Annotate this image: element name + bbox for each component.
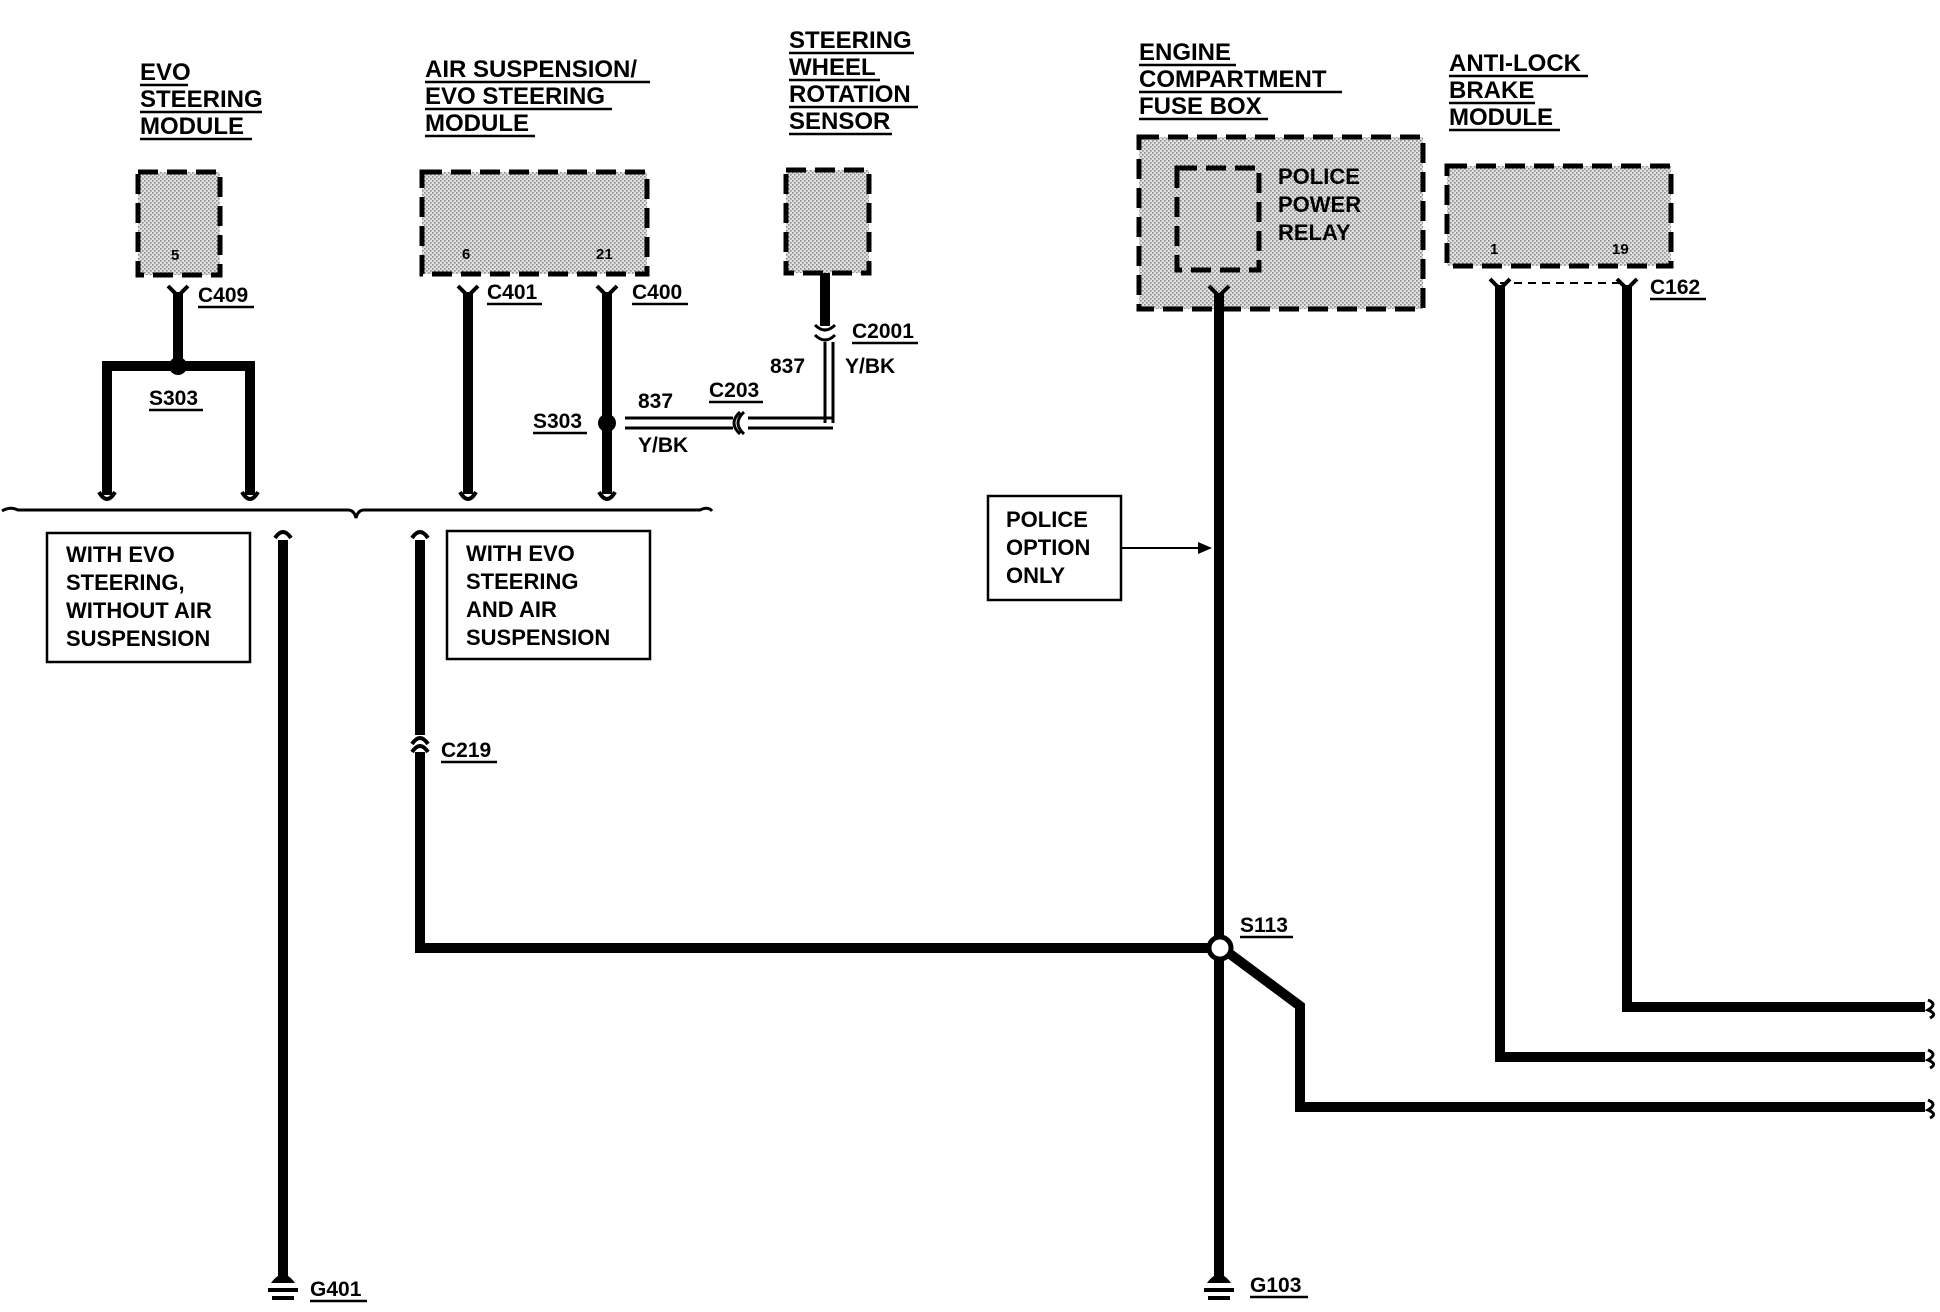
sensor-box [783, 167, 872, 276]
connector-symbols [97, 277, 1935, 1120]
svg-text:POLICE: POLICE [1006, 507, 1088, 532]
abs-pin-19: 19 [1612, 241, 1629, 258]
splice-s113-label: S113 [1240, 914, 1288, 937]
splice-s303-mid-label: S303 [533, 410, 582, 433]
svg-text:ANTI-LOCK: ANTI-LOCK [1449, 50, 1582, 77]
svg-text:MODULE: MODULE [425, 110, 529, 137]
svg-text:EVO STEERING: EVO STEERING [425, 83, 605, 110]
svg-text:STEERING: STEERING [789, 27, 912, 54]
abs-module-title: ANTI-LOCK BRAKE MODULE [1449, 50, 1588, 132]
ground-g103-label: G103 [1250, 1274, 1301, 1297]
connector-c219-label: C219 [441, 739, 491, 762]
splice-dot-left [169, 357, 187, 375]
svg-text:AND AIR: AND AIR [466, 597, 557, 622]
air-module-title: AIR SUSPENSION/ EVO STEERING MODULE [425, 56, 650, 138]
police-power-relay-label: POLICE POWER RELAY [1278, 164, 1361, 245]
svg-text:POLICE: POLICE [1278, 164, 1360, 189]
connector-c400-label: C400 [632, 281, 682, 304]
svg-text:STEERING: STEERING [466, 569, 578, 594]
ground-symbol-left [268, 1274, 298, 1300]
wires [102, 273, 1925, 1283]
note-police-option-text: POLICE OPTION ONLY [1006, 507, 1090, 588]
svg-text:FUSE BOX: FUSE BOX [1139, 93, 1262, 120]
svg-text:ROTATION: ROTATION [789, 81, 911, 108]
svg-text:WITHOUT AIR: WITHOUT AIR [66, 598, 212, 623]
svg-text:SENSOR: SENSOR [789, 108, 890, 135]
connector-c203-label: C203 [709, 379, 759, 402]
svg-text:ONLY: ONLY [1006, 563, 1065, 588]
note-box-evo-with-air [445, 529, 652, 661]
air-module-box [419, 169, 650, 277]
note-box-evo-without-air [45, 531, 252, 664]
svg-text:WITH EVO: WITH EVO [66, 542, 175, 567]
connector-c162-label: C162 [1650, 276, 1700, 299]
sensor-title: STEERING WHEEL ROTATION SENSOR [789, 27, 918, 136]
evo-pin-5: 5 [171, 247, 179, 264]
fuse-box-title: ENGINE COMPARTMENT FUSE BOX [1139, 39, 1342, 121]
svg-text:WITH EVO: WITH EVO [466, 541, 575, 566]
svg-text:ENGINE: ENGINE [1139, 39, 1231, 66]
svg-text:MODULE: MODULE [1449, 104, 1553, 131]
note-box-police-option [986, 494, 1123, 602]
note-evo-with-air-text: WITH EVO STEERING AND AIR SUSPENSION [466, 541, 610, 650]
svg-text:STEERING,: STEERING, [66, 570, 185, 595]
connector-c409-label: C409 [198, 284, 248, 307]
wire-837-color: Y/BK [638, 434, 688, 457]
connector-c401-label: C401 [487, 281, 538, 304]
svg-text:RELAY: RELAY [1278, 220, 1351, 245]
wire-837-circuit: 837 [638, 390, 673, 413]
splice-dot-mid [598, 414, 616, 432]
svg-text:POWER: POWER [1278, 192, 1361, 217]
air-pin-6: 6 [462, 246, 470, 263]
svg-text:COMPARTMENT: COMPARTMENT [1139, 66, 1327, 93]
svg-text:WHEEL: WHEEL [789, 54, 876, 81]
abs-module-box [1444, 163, 1674, 269]
splice-s303-left-label: S303 [149, 387, 198, 410]
ground-g401-label: G401 [310, 1278, 362, 1301]
svg-text:MODULE: MODULE [140, 113, 244, 140]
air-pin-21: 21 [596, 246, 613, 263]
abs-pin-1: 1 [1490, 241, 1498, 258]
note-evo-without-air-text: WITH EVO STEERING, WITHOUT AIR SUSPENSIO… [66, 542, 212, 651]
svg-text:BRAKE: BRAKE [1449, 77, 1534, 104]
option-bus-line [1, 506, 714, 519]
svg-text:STEERING: STEERING [140, 86, 263, 113]
splice-dot-right [1206, 934, 1234, 962]
svg-text:AIR SUSPENSION/: AIR SUSPENSION/ [425, 56, 637, 83]
police-option-arrow-head [1198, 542, 1212, 554]
police-power-relay-box [1174, 165, 1262, 273]
evo-module-box [135, 169, 223, 278]
wire-837-upper-circuit: 837 [770, 355, 805, 378]
connector-c2001-label: C2001 [852, 320, 914, 343]
wire-837-upper-color: Y/BK [845, 355, 895, 378]
evo-module-title: EVO STEERING MODULE [140, 59, 263, 141]
ground-symbol-right [1204, 1274, 1234, 1300]
svg-text:SUSPENSION: SUSPENSION [466, 625, 610, 650]
svg-text:SUSPENSION: SUSPENSION [66, 626, 210, 651]
svg-text:OPTION: OPTION [1006, 535, 1090, 560]
svg-text:EVO: EVO [140, 59, 191, 86]
